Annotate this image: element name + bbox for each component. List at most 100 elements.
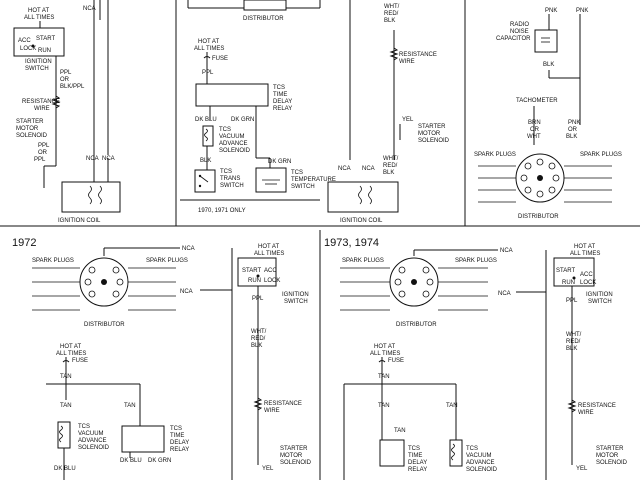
fuse-label: FUSE (212, 56, 228, 62)
distributor-label-4: DISTRIBUTOR (396, 322, 437, 328)
resistance-label-2: RESISTANCE (399, 52, 437, 58)
wht-label: WHT/ (384, 4, 400, 10)
plug-wires-1973 (340, 267, 488, 311)
solenoid-label-4: SOLENOID (78, 445, 110, 451)
relay-label: RELAY (273, 106, 292, 112)
blk-label-4: BLK (543, 62, 554, 68)
yel-label: YEL (402, 117, 414, 123)
ignition-coil-label: IGNITION COIL (58, 218, 101, 224)
resistance-label: RESISTANCE (22, 99, 60, 105)
tan-label-4: TAN (378, 374, 390, 380)
lock-label: LOCK (20, 46, 36, 52)
pnk-label-3: PNK (568, 120, 580, 126)
tan-label-5: TAN (378, 403, 390, 409)
starter-label-4: STARTER (596, 446, 624, 452)
blk-label-3: BLK (383, 170, 394, 176)
switch-label: SWITCH (25, 66, 49, 72)
relay-label-3: RELAY (408, 467, 427, 473)
panel-1973-1974: 1973, 1974 NCA SPARK PLUGS SPARK PLUGS N… (324, 237, 628, 480)
ppl-label-2: PPL (38, 143, 50, 149)
hot-at-label-3: HOT AT (60, 344, 81, 350)
section-title-1973: 1973, 1974 (324, 237, 379, 249)
switch-label-2: SWITCH (291, 184, 315, 190)
tcs-label-5: TCS (78, 424, 90, 430)
tcs-label-6: TCS (170, 426, 182, 432)
time-label-3: TIME (408, 453, 422, 459)
panel-top-right: PNK PNK RADIO NOISE CAPACITOR BLK TACHOM… (474, 8, 622, 220)
nca-label-2: NCA (86, 156, 99, 162)
pnk-label: PNK (545, 8, 557, 14)
distributor-label-3: DISTRIBUTOR (84, 322, 125, 328)
delay-label-2: DELAY (170, 440, 189, 446)
or-label-4: OR (568, 127, 578, 133)
blk-label: BLK (200, 158, 211, 164)
or-label-2: OR (38, 150, 48, 156)
spark-plugs-label-2: SPARK PLUGS (580, 152, 622, 158)
nca-label-8: NCA (500, 248, 513, 254)
red-label-3: RED/ (251, 336, 266, 342)
motor-label-3: MOTOR (280, 453, 303, 459)
spark-plug-wires-right (564, 165, 612, 203)
tachometer-label: TACHOMETER (516, 98, 558, 104)
advance-label-2: ADVANCE (78, 438, 107, 444)
wire-label-3: WIRE (264, 408, 280, 414)
ignition-switch-box (13, 27, 65, 57)
solenoid-label-2: SOLENOID (418, 138, 450, 144)
run-label-2: RUN (248, 278, 261, 284)
all-times-label-5: ALL TIMES (370, 351, 400, 357)
distributor-label: DISTRIBUTOR (243, 16, 284, 22)
yel-label-3: YEL (576, 466, 588, 472)
tan-label-3: TAN (124, 403, 136, 409)
resistance-label-3: RESISTANCE (264, 401, 302, 407)
wht-label-5: WHT/ (566, 332, 582, 338)
vacuum-label-3: VACUUM (466, 453, 492, 459)
hot-at-label: HOT AT (198, 39, 219, 45)
ignition-label-3: IGNITION (586, 292, 613, 298)
dk-grn-label: DK GRN (231, 117, 254, 123)
tcs-label-2: TCS (219, 127, 231, 133)
spark-plugs-label-4: SPARK PLUGS (146, 258, 188, 264)
nca-label: NCA (83, 6, 96, 12)
tan-label-6: TAN (446, 403, 458, 409)
nca-label-4: NCA (338, 166, 351, 172)
tcs-relay-box (195, 83, 269, 107)
tcs-relay-1973 (379, 439, 405, 467)
run-label-3: RUN (562, 280, 575, 286)
noise-label: NOISE (510, 29, 529, 35)
ppl-label: PPL (60, 70, 72, 76)
spark-plugs-label-5: SPARK PLUGS (342, 258, 384, 264)
start-label: START (36, 36, 55, 42)
solenoid-label: SOLENOID (16, 133, 48, 139)
dk-blu-label: DK BLU (195, 117, 217, 123)
nca-label-9: NCA (498, 291, 511, 297)
blk-ppl-label: BLK/PPL (60, 84, 85, 90)
tcs-relay-1972 (121, 425, 165, 453)
tcs-label-3: TCS (220, 169, 232, 175)
time-label: TIME (273, 92, 287, 98)
solenoid-label-5: SOLENOID (596, 460, 628, 466)
switch-label: SWITCH (220, 183, 244, 189)
fuse-label-2: FUSE (72, 358, 88, 364)
all-times-label-4: ALL TIMES (570, 251, 600, 257)
distributor-body (243, 0, 287, 11)
advance-label: ADVANCE (219, 141, 248, 147)
spark-plugs-label: SPARK PLUGS (474, 152, 516, 158)
starter-label-3: STARTER (280, 446, 308, 452)
red-label-4: RED/ (566, 339, 581, 345)
panel-1972: 1972 NCA SPARK PLUGS SPARK PLUGS NCA DIS… (12, 237, 312, 480)
starter-label-2: STARTER (418, 124, 446, 130)
tcs-label-7: TCS (408, 446, 420, 452)
blk-label-5: BLK (566, 134, 577, 140)
hot-at-label-2: HOT AT (258, 244, 279, 250)
dk-blu-label-2: DK BLU (54, 466, 76, 472)
tcs-label-4: TCS (291, 170, 303, 176)
capacitor-box (534, 29, 558, 53)
resistance-label-4: RESISTANCE (578, 403, 616, 409)
ignition-label: IGNITION (25, 59, 52, 65)
solenoid-label: SOLENOID (219, 148, 251, 154)
vacuum-label-2: VACUUM (78, 431, 104, 437)
acc-label-3: ACC (580, 272, 593, 278)
solenoid-label-6: SOLENOID (466, 467, 498, 473)
advance-label-3: ADVANCE (466, 460, 495, 466)
wire-label-4: WIRE (578, 410, 594, 416)
